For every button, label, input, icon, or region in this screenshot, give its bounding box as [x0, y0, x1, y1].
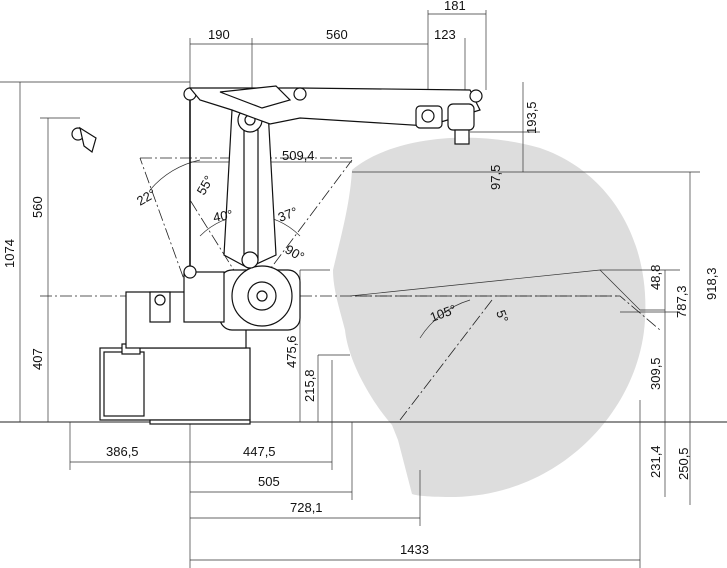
angle-40: 40° — [212, 207, 234, 225]
work-envelope — [333, 137, 646, 497]
dim-509-4: 509,4 — [282, 148, 315, 163]
tool-path-lower — [355, 295, 661, 331]
tool-path-upper — [349, 269, 665, 311]
dim-386-5: 386,5 — [106, 444, 139, 459]
dim-447-5: 447,5 — [243, 444, 276, 459]
arc-105 — [419, 299, 471, 339]
dim-250-5: 250,5 — [676, 447, 691, 480]
left-dimensions — [19, 82, 49, 422]
dimension-labels: 181 190 560 123 193,5 97,5 918,3 787,3 4… — [2, 0, 719, 557]
bottom-dimensions — [69, 360, 641, 568]
robot-lower-arm — [183, 87, 277, 279]
dim-97-5: 97,5 — [488, 165, 503, 190]
dim-560-top: 560 — [326, 27, 348, 42]
robot-base — [99, 265, 301, 425]
dim-1433: 1433 — [400, 542, 429, 557]
arm-sweep-line — [399, 299, 493, 421]
angle-55: 55° — [194, 173, 217, 198]
dim-181: 181 — [444, 0, 466, 13]
dim-193-5: 193,5 — [524, 101, 539, 134]
dim-560-left: 560 — [30, 196, 45, 218]
dim-918-3: 918,3 — [704, 267, 719, 300]
angle-37: 37° — [276, 204, 300, 225]
dim-123: 123 — [434, 27, 456, 42]
right-dimensions — [522, 82, 691, 505]
angle-90: 90° — [283, 242, 308, 265]
angle-5: 5° — [493, 308, 511, 325]
dim-48-8: 48,8 — [648, 265, 663, 290]
dim-728-1: 728,1 — [290, 500, 323, 515]
tool-sketch — [71, 126, 97, 154]
dim-1074: 1074 — [2, 239, 17, 268]
dim-787-3: 787,3 — [674, 285, 689, 318]
dim-215-8: 215,8 — [302, 369, 317, 402]
top-dimensions — [189, 10, 487, 110]
dim-190: 190 — [208, 27, 230, 42]
dim-505: 505 — [258, 474, 280, 489]
dim-475-6: 475,6 — [284, 335, 299, 368]
dim-231-4: 231,4 — [648, 445, 663, 478]
dim-407: 407 — [30, 348, 45, 370]
dim-309-5: 309,5 — [648, 357, 663, 390]
robot-upper-arm — [188, 85, 483, 145]
angle-22: 22° — [134, 186, 159, 209]
